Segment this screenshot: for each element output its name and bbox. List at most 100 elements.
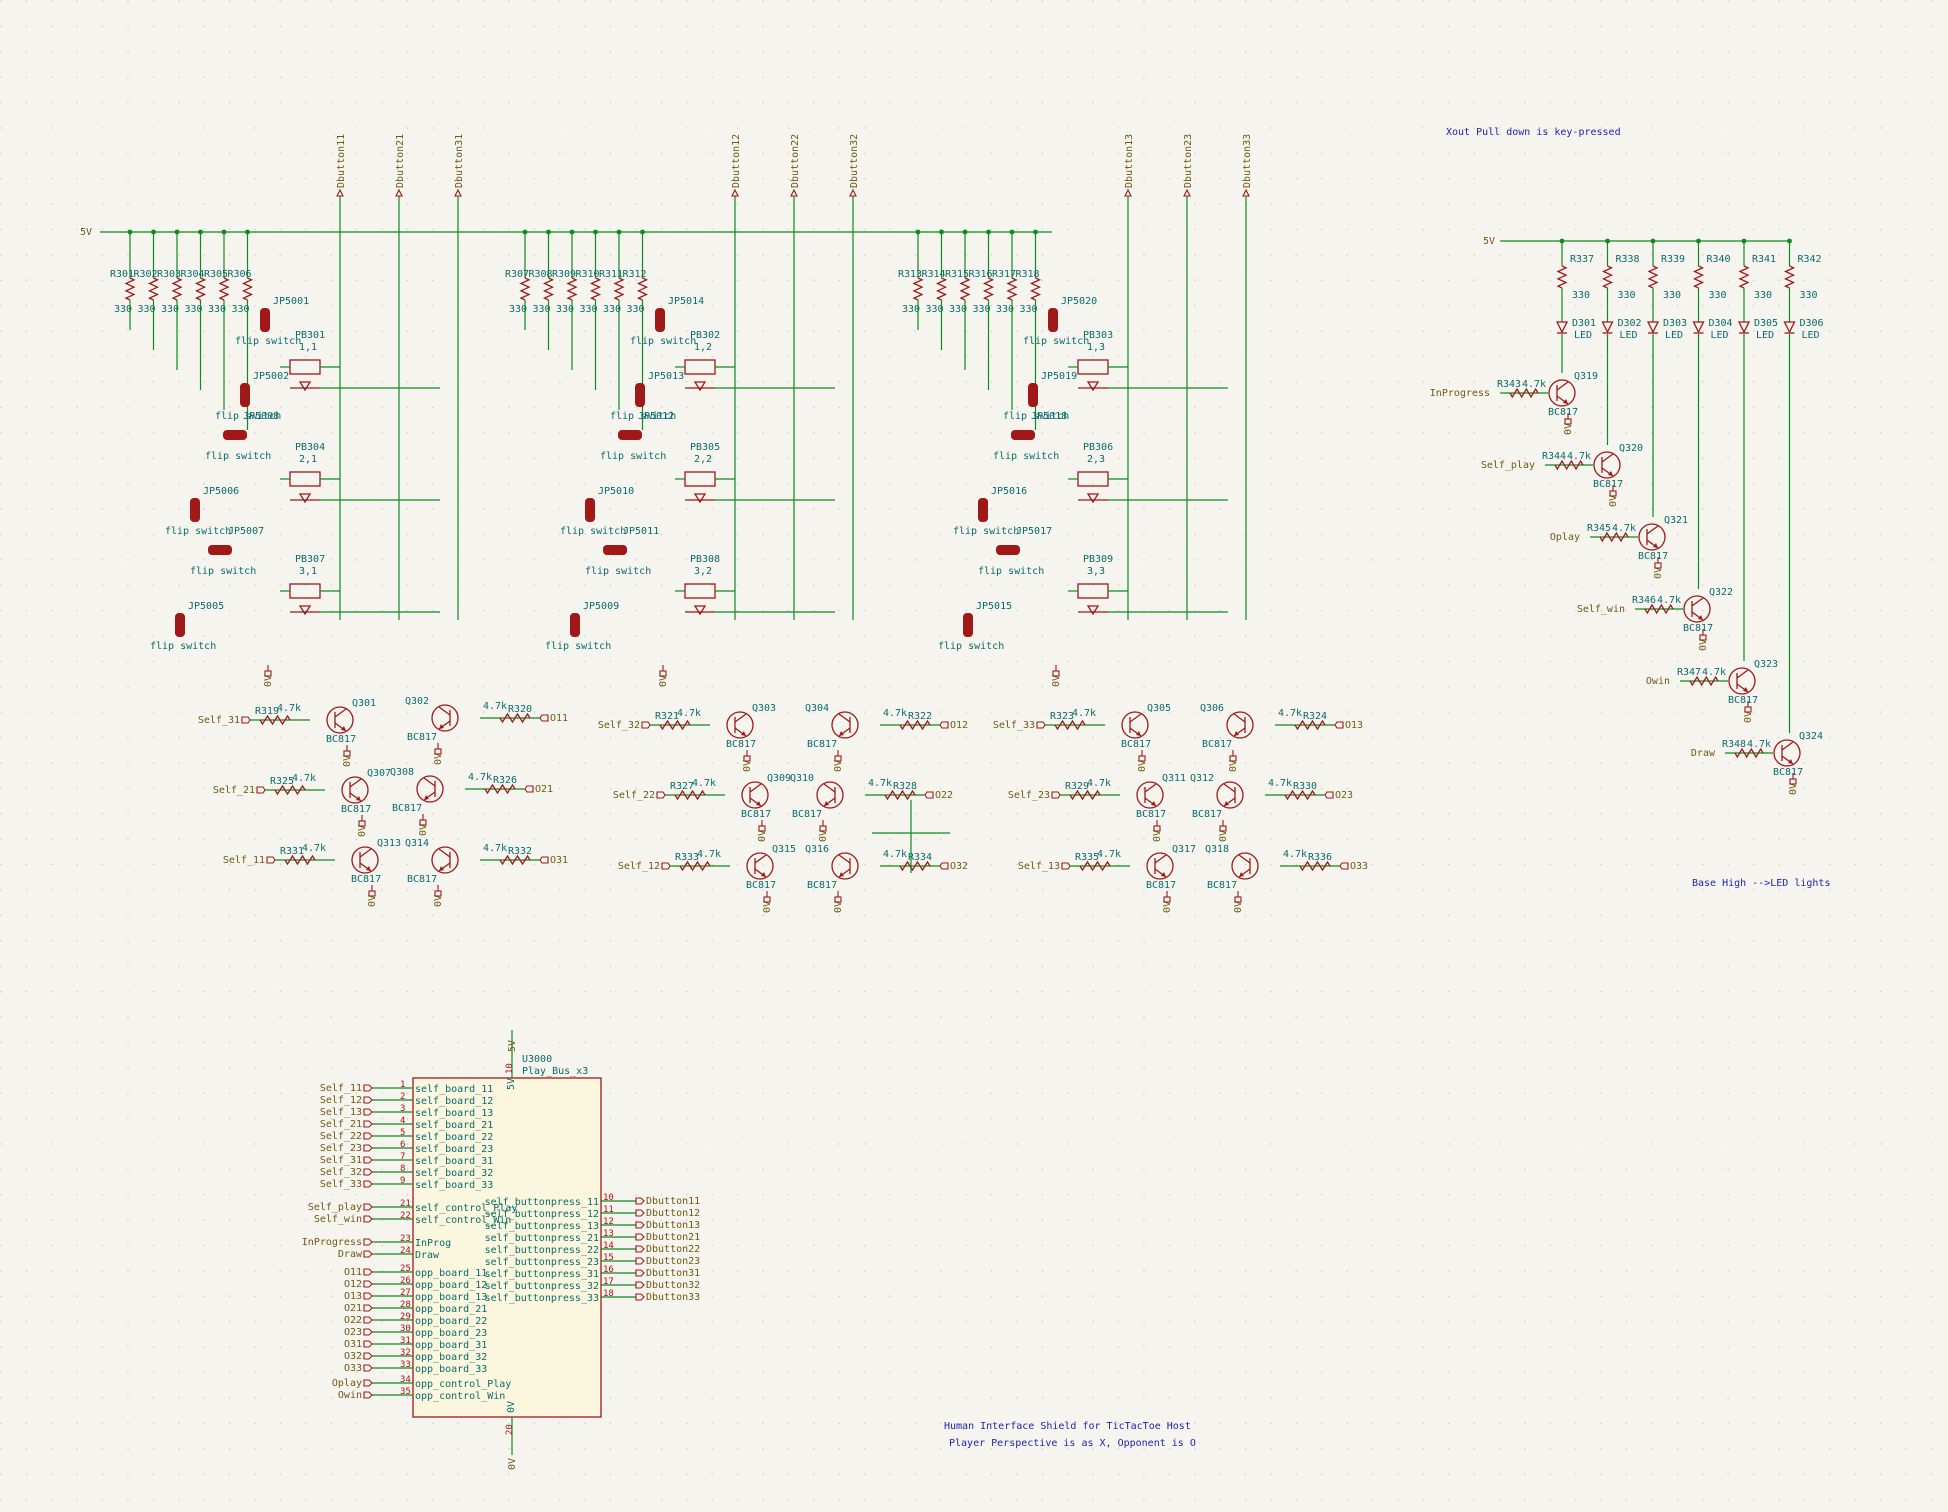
transistor-value: BC817 bbox=[1121, 739, 1151, 750]
ic-pin-name: opp_board_31 bbox=[415, 1340, 487, 1351]
base-resistor-ref: R319 bbox=[255, 706, 279, 717]
pb-ref: PB306 bbox=[1083, 442, 1113, 453]
transistor-ref: Q301 bbox=[352, 698, 376, 709]
led-body bbox=[1555, 321, 1569, 334]
led-res-ref: R339 bbox=[1661, 254, 1685, 265]
resistor-body bbox=[1509, 387, 1539, 399]
ground-symbol: 0V bbox=[833, 891, 844, 913]
net-flag bbox=[524, 785, 534, 793]
led-res-ref: R337 bbox=[1570, 254, 1594, 265]
transistor-collector bbox=[438, 706, 451, 716]
jp-value: flip switch bbox=[1003, 411, 1069, 422]
net-flag bbox=[539, 856, 549, 864]
ground-symbol: 0V bbox=[1162, 891, 1173, 913]
ground-symbol: 0V bbox=[757, 820, 768, 842]
net-flag bbox=[849, 188, 857, 197]
transistor-ref: Q312 bbox=[1190, 773, 1214, 784]
resistor-body bbox=[884, 789, 916, 801]
net-flag bbox=[939, 721, 949, 729]
net-flag bbox=[635, 1233, 645, 1241]
led-ref: D303 bbox=[1663, 318, 1687, 329]
jp-ref: JP5005 bbox=[188, 601, 224, 612]
transistor-collector bbox=[1556, 381, 1569, 391]
transistor-ref: Q305 bbox=[1147, 703, 1171, 714]
opp-net-label: O21 bbox=[535, 784, 553, 795]
net-flag bbox=[939, 862, 949, 870]
ic-pin-num: 10 bbox=[603, 1193, 614, 1203]
ic-pin-num: 23 bbox=[400, 1234, 411, 1244]
jp-value: flip switch bbox=[235, 336, 301, 347]
ic-vcc-pin-num: 10 bbox=[505, 1063, 515, 1074]
transistor-value: BC817 bbox=[1207, 880, 1237, 891]
resistor-ref: R310 bbox=[576, 269, 600, 280]
resistor-body bbox=[499, 712, 531, 724]
resistor-body bbox=[484, 783, 516, 795]
transistor-collector bbox=[349, 778, 362, 788]
transistor-body bbox=[741, 781, 769, 809]
base-resistor-value: 4.7k bbox=[483, 843, 507, 854]
ic-net-label: Self_22 bbox=[320, 1131, 362, 1142]
ground-label: 0V bbox=[1152, 830, 1163, 842]
resistor-body bbox=[679, 860, 711, 872]
base-resistor-value: 4.7k bbox=[1268, 778, 1292, 789]
net-flag bbox=[363, 1238, 373, 1246]
ground-flag bbox=[1699, 634, 1707, 641]
jp-ref: JP5007 bbox=[228, 526, 264, 537]
net-flag bbox=[363, 1096, 373, 1104]
transistor-collector bbox=[423, 777, 436, 787]
ground-symbol: 0V bbox=[433, 743, 444, 765]
ic-pin-num: 17 bbox=[603, 1277, 614, 1287]
resistor-ref: R313 bbox=[898, 269, 922, 280]
top-net-label: Dbutton12 bbox=[731, 134, 742, 188]
net-flag bbox=[363, 1352, 373, 1360]
ground-flag bbox=[819, 825, 827, 832]
transistor-collector bbox=[1601, 453, 1614, 463]
ground-symbol: 0V bbox=[1608, 485, 1619, 507]
pb-position: 2,2 bbox=[694, 454, 712, 465]
transistor-value: BC817 bbox=[351, 874, 381, 885]
transistor-collector bbox=[1144, 783, 1157, 793]
ic-pin-name: opp_control_Play bbox=[415, 1379, 511, 1390]
ic-pin-name: opp_board_13 bbox=[415, 1292, 487, 1303]
resistor-ref: R304 bbox=[181, 269, 205, 280]
resistor-body bbox=[499, 854, 531, 866]
transistor-value: BC817 bbox=[746, 880, 776, 891]
jp-body bbox=[223, 430, 247, 440]
emitter-arrow bbox=[1653, 543, 1658, 548]
transistor-ref: Q323 bbox=[1754, 659, 1778, 670]
self-net-label: Self_32 bbox=[598, 720, 640, 731]
jp-value: flip switch bbox=[585, 566, 651, 577]
ic-ref: U3000 bbox=[522, 1054, 552, 1065]
net-flag bbox=[336, 188, 344, 197]
emitter-arrow bbox=[1234, 731, 1239, 736]
pb-ref: PB302 bbox=[690, 330, 720, 341]
transistor-collector bbox=[1646, 525, 1659, 535]
transistor-body bbox=[1146, 852, 1174, 880]
ground-flag bbox=[1229, 755, 1237, 762]
base-resistor-ref: R326 bbox=[493, 775, 517, 786]
resistor-value: 330 bbox=[556, 304, 574, 315]
ic-pin-num: 29 bbox=[400, 1312, 411, 1322]
resistor-body bbox=[636, 277, 649, 301]
jp-body bbox=[260, 308, 270, 332]
ic-pin-num: 30 bbox=[400, 1324, 411, 1334]
ground-flag bbox=[358, 820, 366, 827]
net-flag bbox=[790, 188, 798, 197]
ground-flag bbox=[1564, 418, 1572, 425]
base-resistor-value: 4.7k bbox=[1522, 379, 1546, 390]
resistor-value: 330 bbox=[161, 304, 179, 315]
transistor-body bbox=[431, 846, 459, 874]
resistor-value: 330 bbox=[949, 304, 967, 315]
